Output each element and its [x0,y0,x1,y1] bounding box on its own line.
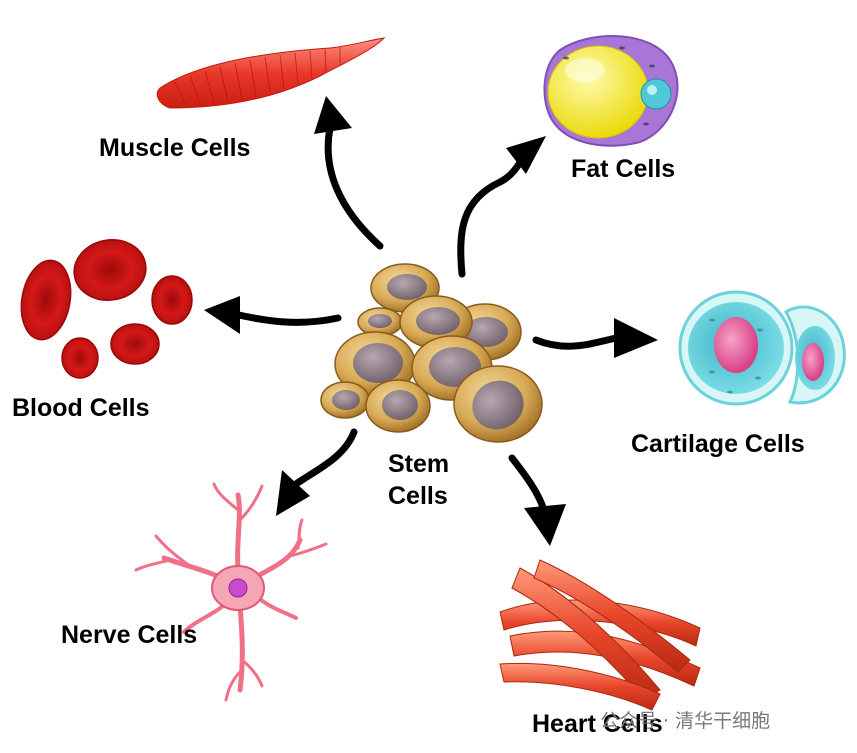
label-blood-cells: Blood Cells [12,394,150,422]
fat-cell-image [543,35,679,147]
label-cartilage-cells: Cartilage Cells [631,430,805,458]
arrowhead-heart [524,504,566,546]
heart-cells-image [499,559,701,711]
arrow-to-heart [508,454,548,514]
arrow-to-nerve [292,428,358,488]
label-nerve-cells: Nerve Cells [61,621,198,649]
label-muscle-cells: Muscle Cells [99,134,251,162]
stem-cells-cluster [320,263,543,443]
arrow-to-cartilage [532,334,620,350]
nerve-cell-image [134,482,328,702]
arrow-to-blood [230,310,342,326]
arrowhead-fat [506,136,546,174]
arrow-to-muscle [324,124,384,250]
label-heart-cells: Heart Cells [532,710,663,738]
cartilage-cells-image [678,290,846,406]
arrowhead-blood [204,296,240,334]
arrowhead-cartilage [614,318,658,358]
arrow-to-fat [457,152,528,278]
blood-cells-image [20,239,193,379]
label-fat-cells: Fat Cells [571,155,676,183]
arrowhead-nerve [276,470,310,516]
arrowhead-muscle [314,96,352,134]
watermark: 公众号 · 清华干细胞 [600,710,771,732]
label-stem-line1: Stem [388,450,450,478]
muscle-cell-image [156,37,386,109]
label-stem-line2: Cells [388,482,448,510]
